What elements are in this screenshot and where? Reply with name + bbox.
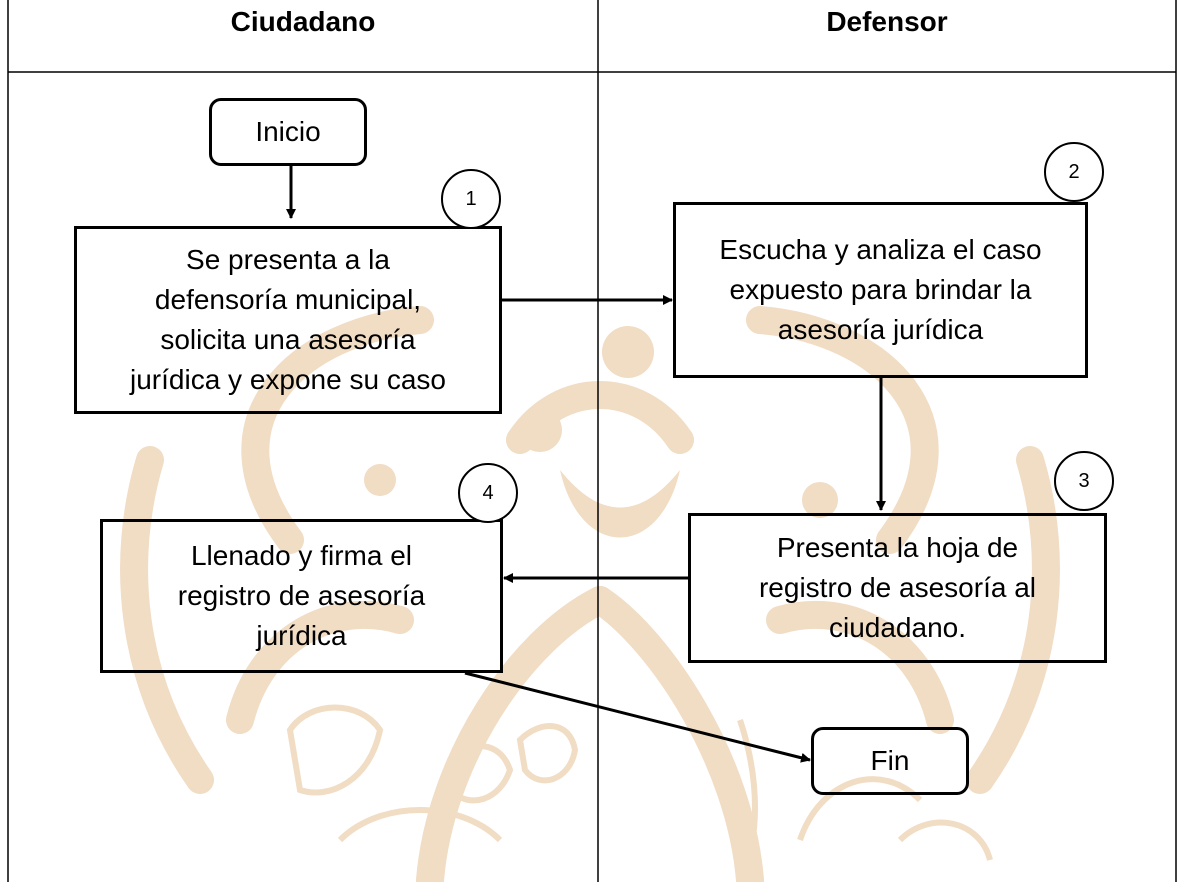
- step-number-4: 4: [458, 463, 518, 523]
- step-number-1: 1: [441, 169, 501, 229]
- lane-header-ciudadano: Ciudadano: [230, 6, 376, 37]
- arrow-step4-to-end: [464, 671, 811, 763]
- step3-box: Presenta la hoja de registro de asesoría…: [688, 513, 1107, 663]
- lane-header-defensor: Defensor: [826, 6, 948, 37]
- step-number-3: 3: [1054, 451, 1114, 511]
- end-node: Fin: [811, 727, 969, 795]
- step-number-2: 2: [1044, 142, 1104, 202]
- step2-box: Escucha y analiza el caso expuesto para …: [673, 202, 1088, 378]
- step1-box: Se presenta a la defensoría municipal, s…: [74, 226, 502, 414]
- step4-box: Llenado y firma el registro de asesoría …: [100, 519, 503, 673]
- start-node: Inicio: [209, 98, 367, 166]
